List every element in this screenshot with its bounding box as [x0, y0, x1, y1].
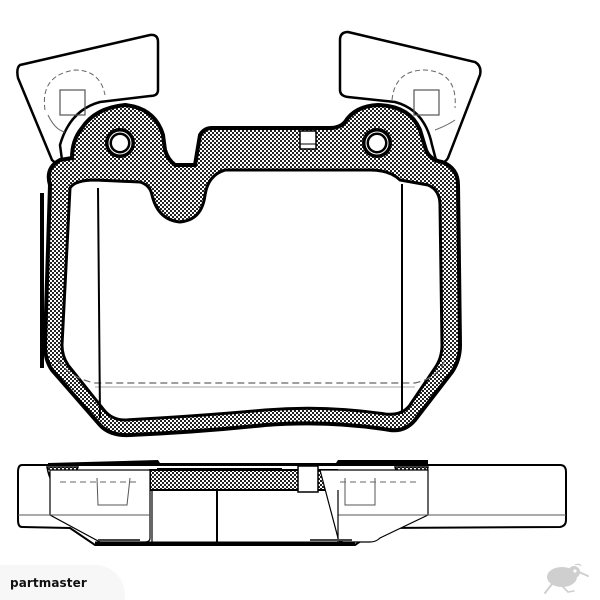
- brand-label: partmaster: [10, 576, 87, 590]
- left-mounting-hole: [105, 128, 135, 158]
- watermark-tab: [0, 565, 125, 600]
- center-indicator-slot: [299, 130, 317, 150]
- right-wear-clip: [338, 30, 482, 164]
- left-wear-clip: [16, 33, 160, 165]
- friction-pad: [40, 168, 446, 422]
- side-view: [17, 460, 567, 546]
- kiwi-bird-icon: [544, 563, 589, 594]
- right-mounting-hole: [362, 128, 392, 158]
